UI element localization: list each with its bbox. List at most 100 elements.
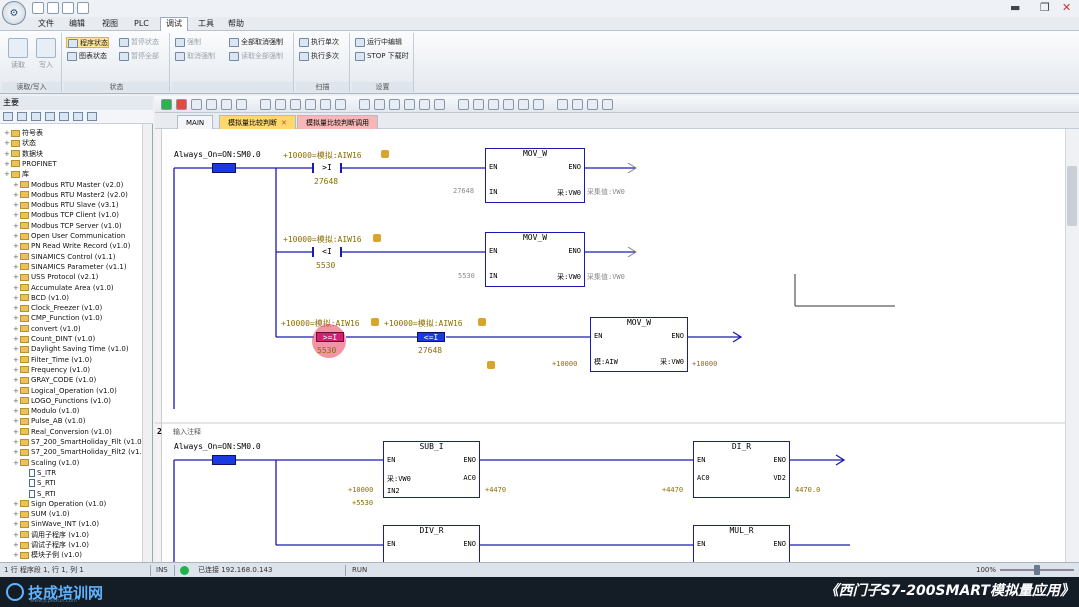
contact-icon[interactable]: [389, 99, 400, 110]
tree-item[interactable]: +Filter_Time (v1.0): [13, 355, 92, 365]
expand-icon[interactable]: +: [4, 149, 10, 158]
menu-help[interactable]: 帮助: [228, 19, 244, 28]
expand-icon[interactable]: +: [13, 345, 19, 354]
tree-item[interactable]: +Open User Communication: [13, 231, 125, 241]
tree-item[interactable]: +Sign Operation (v1.0): [13, 499, 106, 509]
expand-icon[interactable]: +: [13, 273, 19, 282]
tree-item[interactable]: +convert (v1.0): [13, 324, 81, 334]
tree-item[interactable]: +LOGO_Functions (v1.0): [13, 396, 111, 406]
expand-icon[interactable]: +: [13, 396, 19, 405]
tree-item[interactable]: +符号表: [4, 128, 43, 138]
tree-item[interactable]: +SinWave_INT (v1.0): [13, 519, 99, 529]
compile-icon[interactable]: [191, 99, 202, 110]
always-on-contact[interactable]: [212, 163, 236, 173]
delete-net-icon[interactable]: [533, 99, 544, 110]
tree-item[interactable]: +Modulo (v1.0): [13, 406, 79, 416]
expand-icon[interactable]: +: [13, 427, 19, 436]
table-status-button[interactable]: 图表状态: [66, 51, 107, 62]
di-r-block[interactable]: DI_R EN ENO AC0 VD2: [693, 441, 790, 498]
expand-icon[interactable]: +: [4, 129, 10, 137]
tree-item[interactable]: +PN Read Write Record (v1.0): [13, 241, 130, 251]
expand-icon[interactable]: +: [13, 541, 19, 549]
always-on-contact[interactable]: [212, 455, 236, 465]
coil-icon[interactable]: [404, 99, 415, 110]
expand-icon[interactable]: +: [13, 417, 19, 426]
tree-item[interactable]: +调用子程序 (v1.0): [13, 530, 89, 540]
sub-block[interactable]: SUB_I EN ENO 采:VW0 AC0 IN2: [383, 441, 480, 498]
menu-debug[interactable]: 调试: [160, 17, 188, 31]
tree-item[interactable]: +调试子程序 (v1.0): [13, 540, 89, 550]
expand-icon[interactable]: +: [13, 262, 19, 271]
expand-icon[interactable]: +: [13, 232, 19, 240]
wire-left-icon[interactable]: [488, 99, 499, 110]
stop-download-button[interactable]: STOP 下载时: [354, 51, 409, 62]
expand-icon[interactable]: +: [13, 201, 19, 210]
tree-item[interactable]: +BCD (v1.0): [13, 293, 69, 303]
expand-icon[interactable]: +: [13, 520, 19, 529]
unforce-button[interactable]: 取消强制: [174, 51, 215, 62]
wire-right-icon[interactable]: [503, 99, 514, 110]
compare-contact[interactable]: <=I: [417, 332, 445, 342]
upload-icon[interactable]: [206, 99, 217, 110]
tree-item[interactable]: +Accumulate Area (v1.0): [13, 283, 114, 293]
unforce-all-button[interactable]: 全部取消强制: [228, 37, 283, 48]
tree-item[interactable]: +状态: [4, 138, 36, 148]
expand-icon[interactable]: +: [13, 376, 19, 385]
tree-tool-icon[interactable]: [87, 112, 97, 121]
menu-file[interactable]: 文件: [38, 19, 54, 28]
compare-contact-selected[interactable]: >=I: [316, 332, 344, 342]
expand-icon[interactable]: +: [13, 221, 19, 230]
tree-item[interactable]: +Pulse_AB (v1.0): [13, 416, 86, 426]
expand-icon[interactable]: +: [13, 180, 19, 189]
tree-item[interactable]: +Daylight Saving Time (v1.0): [13, 344, 129, 354]
expand-icon[interactable]: +: [13, 293, 19, 302]
restore-icon[interactable]: ❐: [1040, 1, 1050, 14]
program-status-button[interactable]: 程序状态: [66, 37, 109, 48]
expand-icon[interactable]: +: [13, 304, 19, 313]
expand-icon[interactable]: +: [13, 407, 19, 416]
expand-icon[interactable]: +: [4, 159, 10, 168]
editor-scrollbar[interactable]: [1065, 129, 1079, 562]
tree-item[interactable]: +SINAMICS Control (v1.1): [13, 252, 115, 262]
expand-icon[interactable]: +: [13, 510, 19, 519]
save-icon[interactable]: [62, 2, 74, 14]
div-r-block[interactable]: DIV_R EN ENO: [383, 525, 480, 562]
wire-down-icon[interactable]: [473, 99, 484, 110]
scrollbar-thumb[interactable]: [1067, 166, 1077, 226]
tree-item[interactable]: +Scaling (v1.0): [13, 458, 79, 468]
symbol-icon[interactable]: [335, 99, 346, 110]
expand-icon[interactable]: +: [13, 283, 19, 292]
expand-icon[interactable]: +: [13, 324, 19, 333]
pou-icon[interactable]: [587, 99, 598, 110]
tree-item[interactable]: +数据块: [4, 149, 43, 159]
pause-all-button[interactable]: 暂停全部: [118, 51, 159, 62]
menu-plc[interactable]: PLC: [134, 19, 149, 28]
menu-view[interactable]: 视图: [102, 19, 118, 28]
tree-item[interactable]: S_ITR: [22, 468, 56, 478]
network-comment[interactable]: 输入注释: [173, 428, 201, 436]
tab-analog-compare[interactable]: 模拟量比较判断✕: [219, 115, 296, 129]
program-status-icon[interactable]: [275, 99, 286, 110]
expand-icon[interactable]: +: [13, 365, 19, 374]
expand-icon[interactable]: +: [4, 139, 10, 148]
table-status-icon[interactable]: [290, 99, 301, 110]
expand-icon[interactable]: +: [13, 458, 19, 467]
expand-icon[interactable]: +: [13, 448, 19, 457]
panel-scrollbar[interactable]: [142, 124, 152, 562]
ladder-area[interactable]: Always_On=ON:SM0.0 +10000=模拟:AIW16 >I 27…: [155, 129, 1065, 562]
expand-icon[interactable]: +: [13, 530, 19, 539]
tree-tool-icon[interactable]: [45, 112, 55, 121]
tree-item[interactable]: S_RTI: [22, 478, 56, 488]
tree-item[interactable]: +Clock_Freezer (v1.0): [13, 303, 102, 313]
tree-item[interactable]: +Modbus RTU Master (v2.0): [13, 180, 123, 190]
tree-item[interactable]: +USS Protocol (v2.1): [13, 272, 98, 282]
expand-icon[interactable]: +: [13, 252, 19, 261]
find-icon[interactable]: [359, 99, 370, 110]
run-icon[interactable]: [161, 99, 172, 110]
options-icon[interactable]: [572, 99, 583, 110]
multi-scan-button[interactable]: 执行多次: [298, 51, 339, 62]
expand-icon[interactable]: +: [13, 499, 19, 508]
expand-icon[interactable]: +: [13, 242, 19, 251]
read-all-forced-button[interactable]: 读取全部强制: [228, 51, 283, 62]
tree-item[interactable]: +Modbus TCP Client (v1.0): [13, 210, 119, 220]
